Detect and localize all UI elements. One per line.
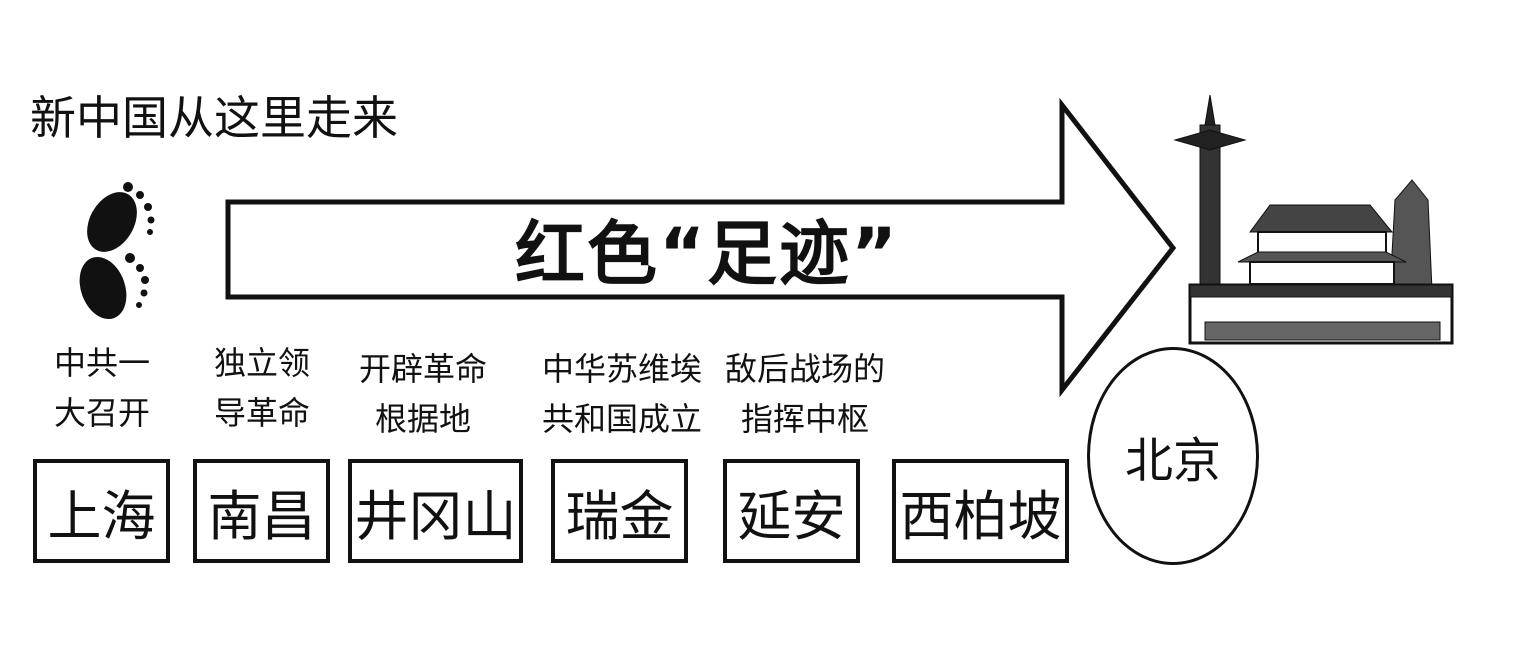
place-box-xibaipo: 西柏坡 bbox=[892, 459, 1069, 563]
tiananmen-illustration bbox=[1173, 94, 1454, 345]
event-label-4: 中华苏维埃 共和国成立 bbox=[541, 350, 702, 438]
footprints-icon bbox=[79, 182, 155, 319]
place-box-yanan: 延安 bbox=[723, 459, 860, 563]
place-box-nanchang: 南昌 bbox=[193, 459, 330, 563]
place-box-jinggangshan: 井冈山 bbox=[348, 459, 523, 563]
progress-arrow bbox=[225, 97, 1177, 398]
place-box-ruijin: 瑞金 bbox=[551, 459, 688, 563]
event-label-3: 开辟革命 根据地 bbox=[358, 350, 487, 438]
arrow-label: 红色“足迹” bbox=[515, 213, 900, 295]
diagram-title: 新中国从这里走来 bbox=[30, 91, 398, 145]
event-label-5: 敌后战场的 指挥中枢 bbox=[724, 350, 885, 438]
event-label-1: 中共一 大召开 bbox=[53, 344, 150, 432]
destination-beijing: 北京 bbox=[1087, 347, 1259, 565]
event-label-2: 独立领 导革命 bbox=[213, 344, 310, 432]
place-box-shanghai: 上海 bbox=[33, 459, 170, 563]
